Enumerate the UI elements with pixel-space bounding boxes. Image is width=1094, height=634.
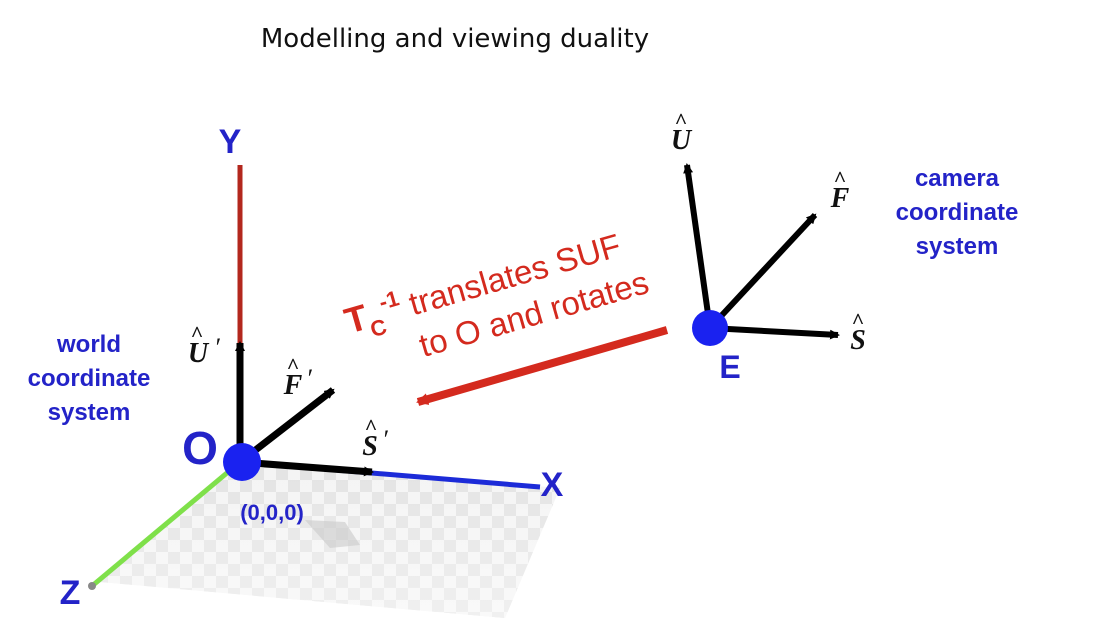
svg-text:F: F	[283, 370, 303, 401]
camera-forward-vector	[707, 212, 818, 331]
world-up-vector-label: ^ U ′	[188, 321, 220, 369]
ground-shadow	[305, 520, 360, 548]
z-axis	[90, 460, 242, 588]
svg-text:^: ^	[675, 108, 688, 133]
camera-side-vector-label: ^ S	[850, 308, 866, 356]
z-axis-end-cap	[88, 582, 96, 590]
camera-side-vector	[709, 325, 840, 340]
z-axis-label: Z	[60, 574, 81, 612]
svg-text:S: S	[362, 431, 378, 462]
page-title: Modelling and viewing duality	[261, 24, 649, 54]
y-axis-label: Y	[219, 123, 242, 161]
svg-text:^: ^	[191, 321, 204, 346]
transform-subscript: C	[367, 314, 389, 342]
world-forward-vector-label: ^ F ′	[283, 353, 312, 401]
ground-plane	[100, 462, 560, 618]
svg-text:′: ′	[382, 425, 388, 454]
svg-text:^: ^	[365, 414, 378, 439]
camera-forward-vector-label: ^ F	[830, 166, 850, 214]
world-system-line-3: system	[48, 399, 131, 426]
transform-label: TC-1 translates SUF to O and rotates	[340, 227, 653, 365]
world-side-vector-label: ^ S ′	[362, 414, 388, 462]
x-axis-label: X	[541, 466, 564, 504]
origin-coords: (0,0,0)	[240, 500, 304, 525]
svg-text:U: U	[188, 338, 210, 369]
svg-text:′: ′	[306, 364, 312, 393]
svg-text:F: F	[830, 183, 850, 214]
camera-up-vector	[683, 163, 713, 329]
svg-text:U: U	[671, 125, 693, 156]
origin-point	[223, 443, 261, 481]
world-system-label: world coordinate system	[28, 331, 151, 426]
svg-text:′: ′	[214, 333, 220, 362]
world-system-line-2: coordinate	[28, 365, 151, 392]
camera-system-line-3: system	[916, 233, 999, 260]
transform-arrow	[416, 326, 669, 406]
world-side-vector	[239, 458, 374, 477]
camera-up-vector-label: ^ U	[671, 108, 693, 156]
svg-text:S: S	[850, 325, 866, 356]
world-system-line-1: world	[56, 331, 121, 358]
svg-text:^: ^	[852, 308, 865, 333]
origin-label: O	[182, 422, 218, 474]
camera-point-label: E	[719, 349, 740, 385]
camera-system-line-1: camera	[915, 165, 1000, 192]
camera-point	[692, 310, 728, 346]
camera-system-line-2: coordinate	[896, 199, 1019, 226]
camera-system-label: camera coordinate system	[896, 165, 1019, 260]
svg-text:^: ^	[834, 166, 847, 191]
svg-text:^: ^	[287, 353, 300, 378]
